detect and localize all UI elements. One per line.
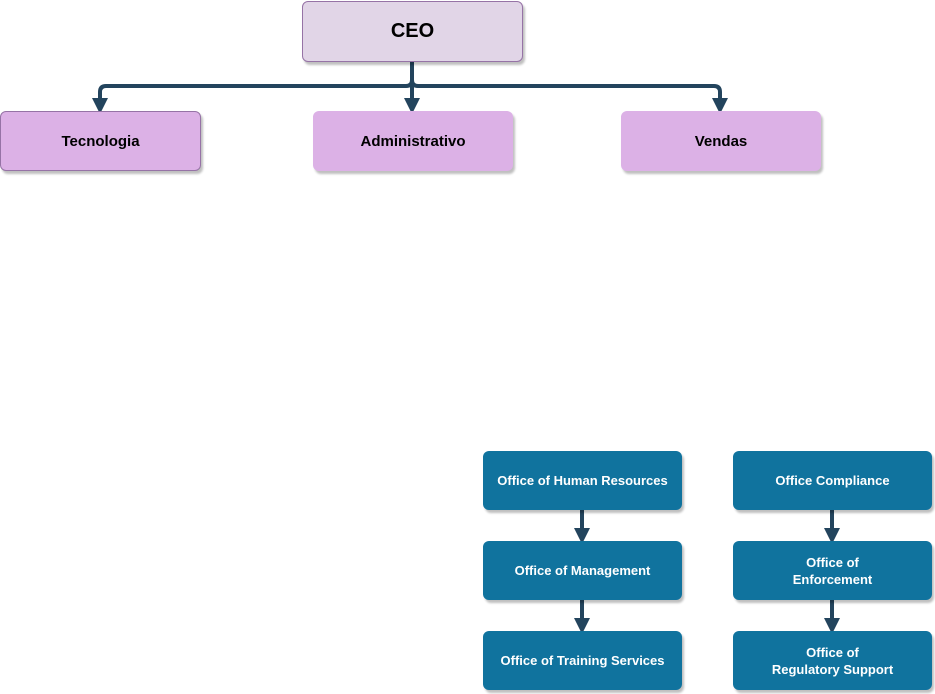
office-label: Office Compliance <box>775 473 890 488</box>
office-enforcement[interactable]: Office of Enforcement <box>733 541 932 600</box>
office-regulatory-support[interactable]: Office of Regulatory Support <box>733 631 932 690</box>
department-label: Vendas <box>694 132 748 150</box>
office-label: Office of Management <box>514 563 651 578</box>
office-label: Office of Regulatory Support <box>771 644 894 677</box>
office-label: Office of Human Resources <box>497 473 668 488</box>
department-administrativo[interactable]: Administrativo <box>313 111 513 171</box>
office-human-resources[interactable]: Office of Human Resources <box>483 451 682 510</box>
office-management[interactable]: Office of Management <box>483 541 682 600</box>
department-tecnologia[interactable]: Tecnologia <box>0 111 201 171</box>
connector-ceo-vendas <box>410 62 728 114</box>
department-label: Tecnologia <box>61 132 140 150</box>
department-label: Administrativo <box>360 132 466 150</box>
office-label: Office of Enforcement <box>792 554 873 587</box>
connector-ceo-tecnologia <box>92 62 414 114</box>
office-label: Office of Training Services <box>500 653 665 668</box>
ceo-node[interactable]: CEO <box>302 1 523 62</box>
office-compliance[interactable]: Office Compliance <box>733 451 932 510</box>
office-training-services[interactable]: Office of Training Services <box>483 631 682 690</box>
ceo-label: CEO <box>390 20 435 42</box>
department-vendas[interactable]: Vendas <box>621 111 821 171</box>
